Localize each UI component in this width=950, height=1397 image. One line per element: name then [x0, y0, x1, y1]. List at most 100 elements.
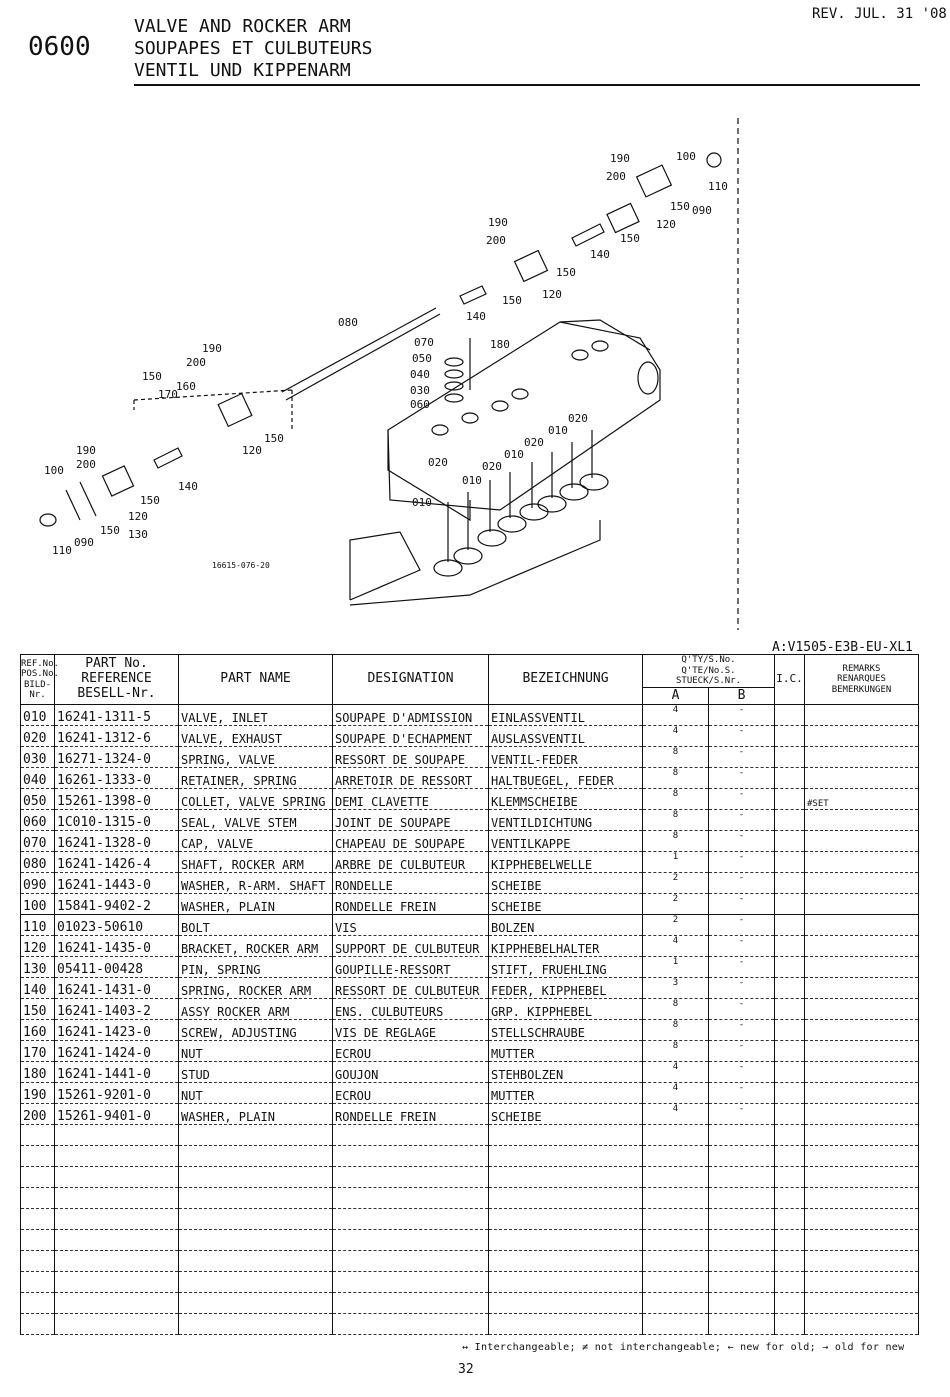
ref-no-cell: 150	[20, 998, 55, 1020]
qty-b-cell: -	[708, 1082, 775, 1104]
bezeichnung-cell: GRP. KIPPHEBEL	[488, 998, 643, 1020]
bezeichnung-cell: VENTILDICHTUNG	[488, 809, 643, 831]
qty-b-cell: -	[708, 998, 775, 1020]
callout-label: 090	[692, 204, 712, 217]
empty-cell	[332, 1250, 489, 1272]
ic-cell	[774, 830, 805, 852]
header-ic: I.C.	[774, 654, 805, 705]
callout-label: 150	[100, 524, 120, 537]
remarks-cell	[804, 1103, 919, 1125]
empty-cell	[642, 1229, 709, 1251]
designation-cell: SUPPORT DE CULBUTEUR	[332, 935, 489, 957]
bezeichnung-cell: KLEMMSCHEIBE	[488, 788, 643, 810]
empty-cell	[804, 1145, 919, 1167]
header-designation: DESIGNATION	[332, 654, 489, 705]
callout-label: 140	[590, 248, 610, 261]
part-name-cell: NUT	[178, 1040, 333, 1062]
part-number-cell: 16271-1324-0	[54, 746, 179, 768]
callout-label: 100	[676, 150, 696, 163]
diagram-svg: 190 100 200 110 150 090 120 190 200 150 …	[39, 118, 739, 630]
qty-a-cell: 8	[642, 809, 709, 831]
interchangeability-legend: ↔ Interchangeable; ≠ not interchangeable…	[462, 1342, 905, 1353]
qty-a-cell: 8	[642, 746, 709, 768]
header-part-no: PART No. REFERENCE BESELL-Nr.	[54, 654, 179, 705]
part-name-cell: PIN, SPRING	[178, 956, 333, 978]
part-name-cell: SCREW, ADJUSTING	[178, 1019, 333, 1041]
qty-a-cell: 2	[642, 893, 709, 915]
qty-b-cell: -	[708, 1019, 775, 1041]
empty-cell	[178, 1313, 333, 1335]
callout-label: 150	[264, 432, 284, 445]
empty-cell	[332, 1271, 489, 1293]
designation-cell: GOUPILLE-RESSORT	[332, 956, 489, 978]
empty-cell	[20, 1313, 55, 1335]
part-name-cell: COLLET, VALVE SPRING	[178, 788, 333, 810]
ic-cell	[774, 1103, 805, 1125]
ref-no-cell: 020	[20, 725, 55, 747]
designation-cell: RONDELLE FREIN	[332, 1103, 489, 1125]
empty-cell	[804, 1250, 919, 1272]
designation-cell: RONDELLE	[332, 872, 489, 894]
designation-cell: ECROU	[332, 1040, 489, 1062]
qty-b-cell: -	[708, 746, 775, 768]
qty-a-cell: 4	[642, 935, 709, 957]
remarks-cell	[804, 830, 919, 852]
qty-a-cell: 4	[642, 1103, 709, 1125]
empty-cell	[54, 1124, 179, 1146]
qty-a-cell: 4	[642, 725, 709, 747]
empty-cell	[804, 1292, 919, 1314]
callout-label: 010	[412, 496, 432, 509]
ref-no-cell: 090	[20, 872, 55, 894]
ic-cell	[774, 977, 805, 999]
empty-cell	[54, 1166, 179, 1188]
empty-cell	[488, 1313, 643, 1335]
callout-label: 030	[410, 384, 430, 397]
ic-cell	[774, 725, 805, 747]
empty-cell	[178, 1208, 333, 1230]
part-number-cell: 16241-1328-0	[54, 830, 179, 852]
empty-table-row	[20, 1124, 919, 1146]
qty-a-cell: 4	[642, 1061, 709, 1083]
part-number-cell: 16241-1312-6	[54, 725, 179, 747]
designation-cell: SOUPAPE D'ECHAPMENT	[332, 725, 489, 747]
qty-b-cell: -	[708, 704, 775, 726]
bezeichnung-cell: KIPPHEBELWELLE	[488, 851, 643, 873]
callout-label: 010	[504, 448, 524, 461]
part-name-cell: CAP, VALVE	[178, 830, 333, 852]
empty-cell	[54, 1145, 179, 1167]
designation-cell: VIS	[332, 914, 489, 936]
title-french: SOUPAPES ET CULBUTEURS	[134, 38, 373, 59]
part-name-cell: SEAL, VALVE STEM	[178, 809, 333, 831]
callout-label: 140	[466, 310, 486, 323]
qty-a-cell: 2	[642, 872, 709, 894]
empty-cell	[774, 1145, 805, 1167]
empty-cell	[54, 1313, 179, 1335]
ic-cell	[774, 704, 805, 726]
qty-a-cell: 8	[642, 767, 709, 789]
remarks-cell	[804, 725, 919, 747]
empty-cell	[332, 1145, 489, 1167]
empty-cell	[178, 1292, 333, 1314]
part-name-cell: SHAFT, ROCKER ARM	[178, 851, 333, 873]
part-name-cell: VALVE, EXHAUST	[178, 725, 333, 747]
empty-cell	[20, 1208, 55, 1230]
revision-date: REV. JUL. 31 '08	[812, 6, 947, 22]
qty-b-cell: -	[708, 956, 775, 978]
empty-cell	[708, 1271, 775, 1293]
callout-label: 020	[428, 456, 448, 469]
header-qty-a: A	[642, 687, 709, 705]
empty-cell	[20, 1124, 55, 1146]
empty-cell	[488, 1124, 643, 1146]
qty-b-cell: -	[708, 1061, 775, 1083]
empty-table-row	[20, 1292, 919, 1314]
remarks-cell	[804, 1019, 919, 1041]
callout-label: 150	[142, 370, 162, 383]
callout-label: 050	[412, 352, 432, 365]
part-number-cell: 05411-00428	[54, 956, 179, 978]
callout-label: 020	[524, 436, 544, 449]
empty-table-row	[20, 1166, 919, 1188]
part-name-cell: WASHER, PLAIN	[178, 1103, 333, 1125]
part-number-cell: 16241-1431-0	[54, 977, 179, 999]
remarks-cell	[804, 956, 919, 978]
